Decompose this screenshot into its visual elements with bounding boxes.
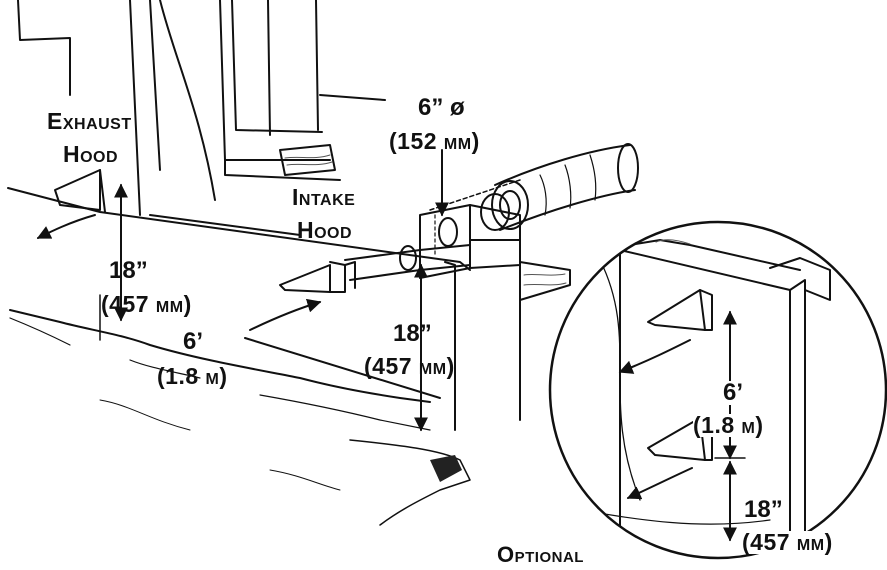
flex-duct <box>480 143 639 231</box>
intake-hood-label-line2: Hood <box>297 217 353 243</box>
optional-height-label: 18” <box>744 496 783 523</box>
intake-hood <box>279 261 356 293</box>
exhaust-hood-label-line1: Exhaust <box>47 108 132 134</box>
window-sill <box>279 144 336 176</box>
intake-duct <box>344 244 471 281</box>
rim-joist <box>444 239 571 431</box>
optional-detail-wall <box>579 239 831 558</box>
optional-separation-label: 6’ <box>723 379 744 406</box>
optional-detail-circle <box>548 220 887 560</box>
duct-diameter-metric-label: (152 mm) <box>389 128 480 154</box>
exhaust-hood <box>54 169 106 213</box>
exhaust-flow-arrow <box>36 214 96 239</box>
intake-height-metric-label: (457 mm) <box>364 353 455 379</box>
optional-height-metric-label: (457 mm) <box>742 529 833 555</box>
intake-height-label: 18” <box>393 320 432 347</box>
hood-separation-label: 6’ <box>183 328 204 355</box>
intake-flow-arrow <box>249 298 322 331</box>
hood-separation-dimension <box>244 337 441 399</box>
duct-diameter-label: 6” ø <box>418 94 465 121</box>
hood-separation-metric-label: (1.8 m) <box>157 363 228 389</box>
ground-line <box>9 309 471 526</box>
intake-hood-label-line1: Intake <box>292 184 356 210</box>
optional-caption: Optional <box>497 542 584 567</box>
exhaust-hood-label-line2: Hood <box>63 141 119 167</box>
exhaust-height-label: 18” <box>109 257 148 284</box>
exhaust-height-metric-label: (457 mm) <box>101 291 192 317</box>
optional-separation-metric-label: (1.8 m) <box>693 412 764 438</box>
